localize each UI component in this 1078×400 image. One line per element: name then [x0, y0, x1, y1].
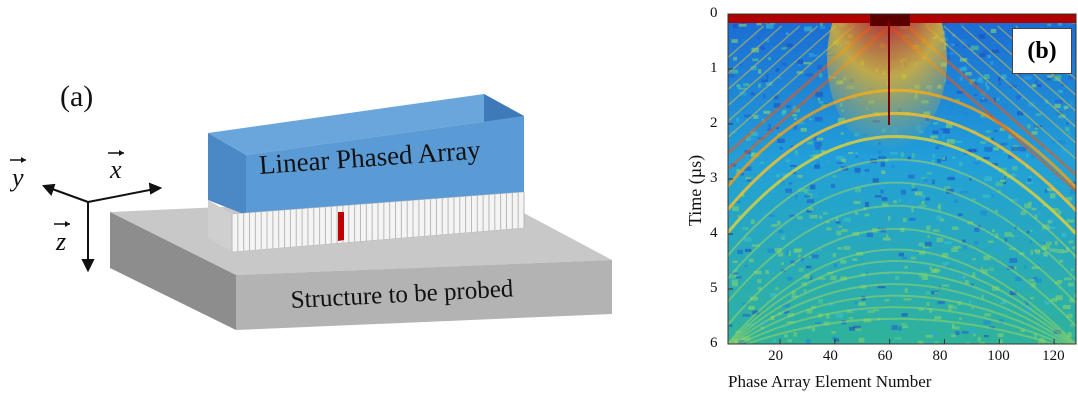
x-axis-symbol: x [109, 155, 122, 184]
panel-b-label: (b) [1012, 28, 1072, 74]
wavefront-line [728, 25, 819, 107]
x-tick-label: 100 [987, 348, 1010, 364]
reflection-arc [728, 181, 1076, 282]
y-tick-label: 0 [710, 5, 718, 21]
wavefront-line [728, 25, 801, 91]
z-axis-symbol: z [55, 227, 66, 256]
coordinate-axes [41, 182, 163, 273]
x-tick-label: 60 [877, 348, 893, 364]
y-tick-label: 5 [710, 280, 718, 296]
wavefront-line [728, 25, 855, 139]
y-tick-label: 6 [710, 335, 718, 351]
wavefront-line [728, 25, 765, 59]
y-tick-label: 3 [710, 170, 718, 186]
reflection-arc [736, 306, 1065, 344]
reflection-arc [728, 228, 1076, 328]
y-tick-label: 1 [710, 60, 718, 76]
reflection-arc [728, 248, 1076, 344]
y-tick-label: 4 [710, 225, 718, 241]
y-tick-label: 2 [710, 115, 718, 131]
heatmap-plot-area [728, 14, 1076, 344]
x-tick-label: 40 [822, 348, 838, 364]
panel-a-label: (a) [60, 80, 94, 113]
reflection-arc [743, 317, 1057, 344]
x-tick-label: 120 [1042, 348, 1065, 364]
wavefront-line [906, 24, 1076, 177]
x-tick-label: 80 [932, 348, 948, 364]
wavefront-line [728, 25, 783, 75]
wavefront-line [943, 25, 1076, 145]
y-axis-symbol: y [9, 163, 24, 192]
wavefront-line [728, 25, 837, 123]
active-element-marker [338, 212, 344, 241]
reflection-arc [728, 158, 1076, 259]
x-axis-label: Phase Array Element Number [728, 372, 932, 391]
x-tick-label: 20 [768, 348, 784, 364]
wavefront-line [961, 25, 1076, 129]
wavefront-line [925, 25, 1076, 160]
reflection-arc [728, 260, 1076, 344]
reflection-arc [730, 283, 1072, 344]
reflection-arc [732, 294, 1069, 344]
reflection-arc [728, 271, 1074, 344]
phased-array-block [208, 94, 525, 253]
reflection-arc [728, 204, 1076, 305]
y-axis-label: Time (µs) [685, 154, 706, 227]
